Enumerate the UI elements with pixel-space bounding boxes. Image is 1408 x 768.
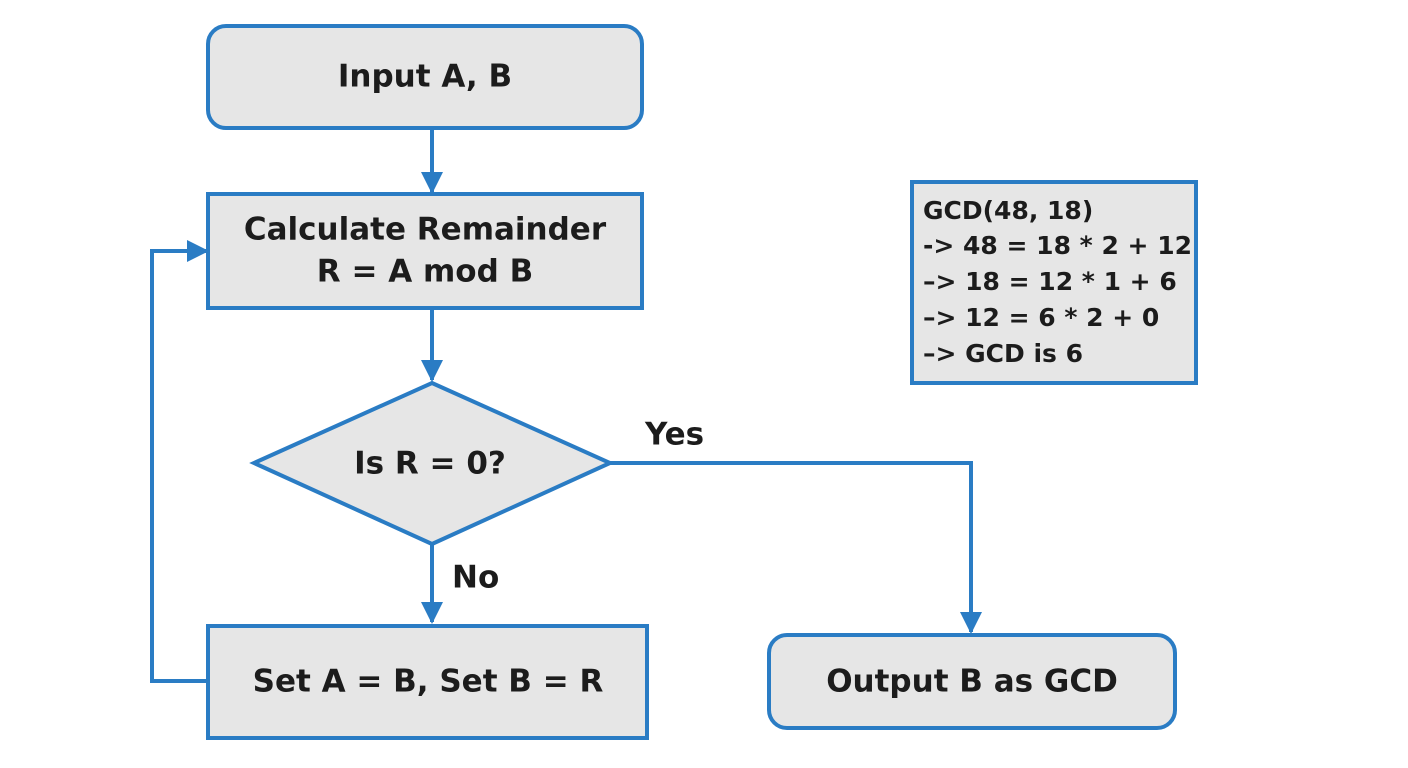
trace-line: GCD(48, 18) (923, 196, 1093, 225)
no-edge-label: No (452, 560, 499, 596)
output-node-shape (767, 633, 1177, 730)
trace-box: GCD(48, 18) -> 48 = 18 * 2 + 12 –> 18 = … (910, 180, 1198, 385)
set-node-label: Set A = B, Set B = R (253, 664, 604, 700)
trace-line: -> 48 = 18 * 2 + 12 (923, 231, 1192, 260)
decision-node-label: Is R = 0? (354, 446, 506, 482)
set-node-shape (206, 624, 649, 740)
set-node: Set A = B, Set B = R (206, 624, 649, 740)
calculate-node-shape (206, 192, 644, 310)
edge-set-loop-back (150, 240, 209, 683)
input-node-label: Input A, B (338, 59, 512, 95)
trace-box-shape (910, 180, 1198, 385)
input-node-shape (206, 24, 644, 130)
trace-line: –> 12 = 6 * 2 + 0 (923, 303, 1159, 332)
input-node: Input A, B (206, 24, 644, 130)
decision-node: Is R = 0? (249, 380, 615, 547)
decision-node-shape (249, 380, 615, 547)
edge-decision-to-output (610, 461, 982, 634)
trace-line: –> 18 = 12 * 1 + 6 (923, 267, 1177, 296)
output-node-label: Output B as GCD (826, 664, 1118, 700)
calculate-node: Calculate Remainder R = A mod B (206, 192, 644, 310)
calculate-node-line2: R = A mod B (317, 254, 533, 290)
yes-edge-label: Yes (644, 417, 704, 453)
trace-line: –> GCD is 6 (923, 339, 1083, 368)
output-node: Output B as GCD (767, 633, 1177, 730)
calculate-node-line1: Calculate Remainder (244, 212, 607, 248)
edges (150, 128, 982, 683)
